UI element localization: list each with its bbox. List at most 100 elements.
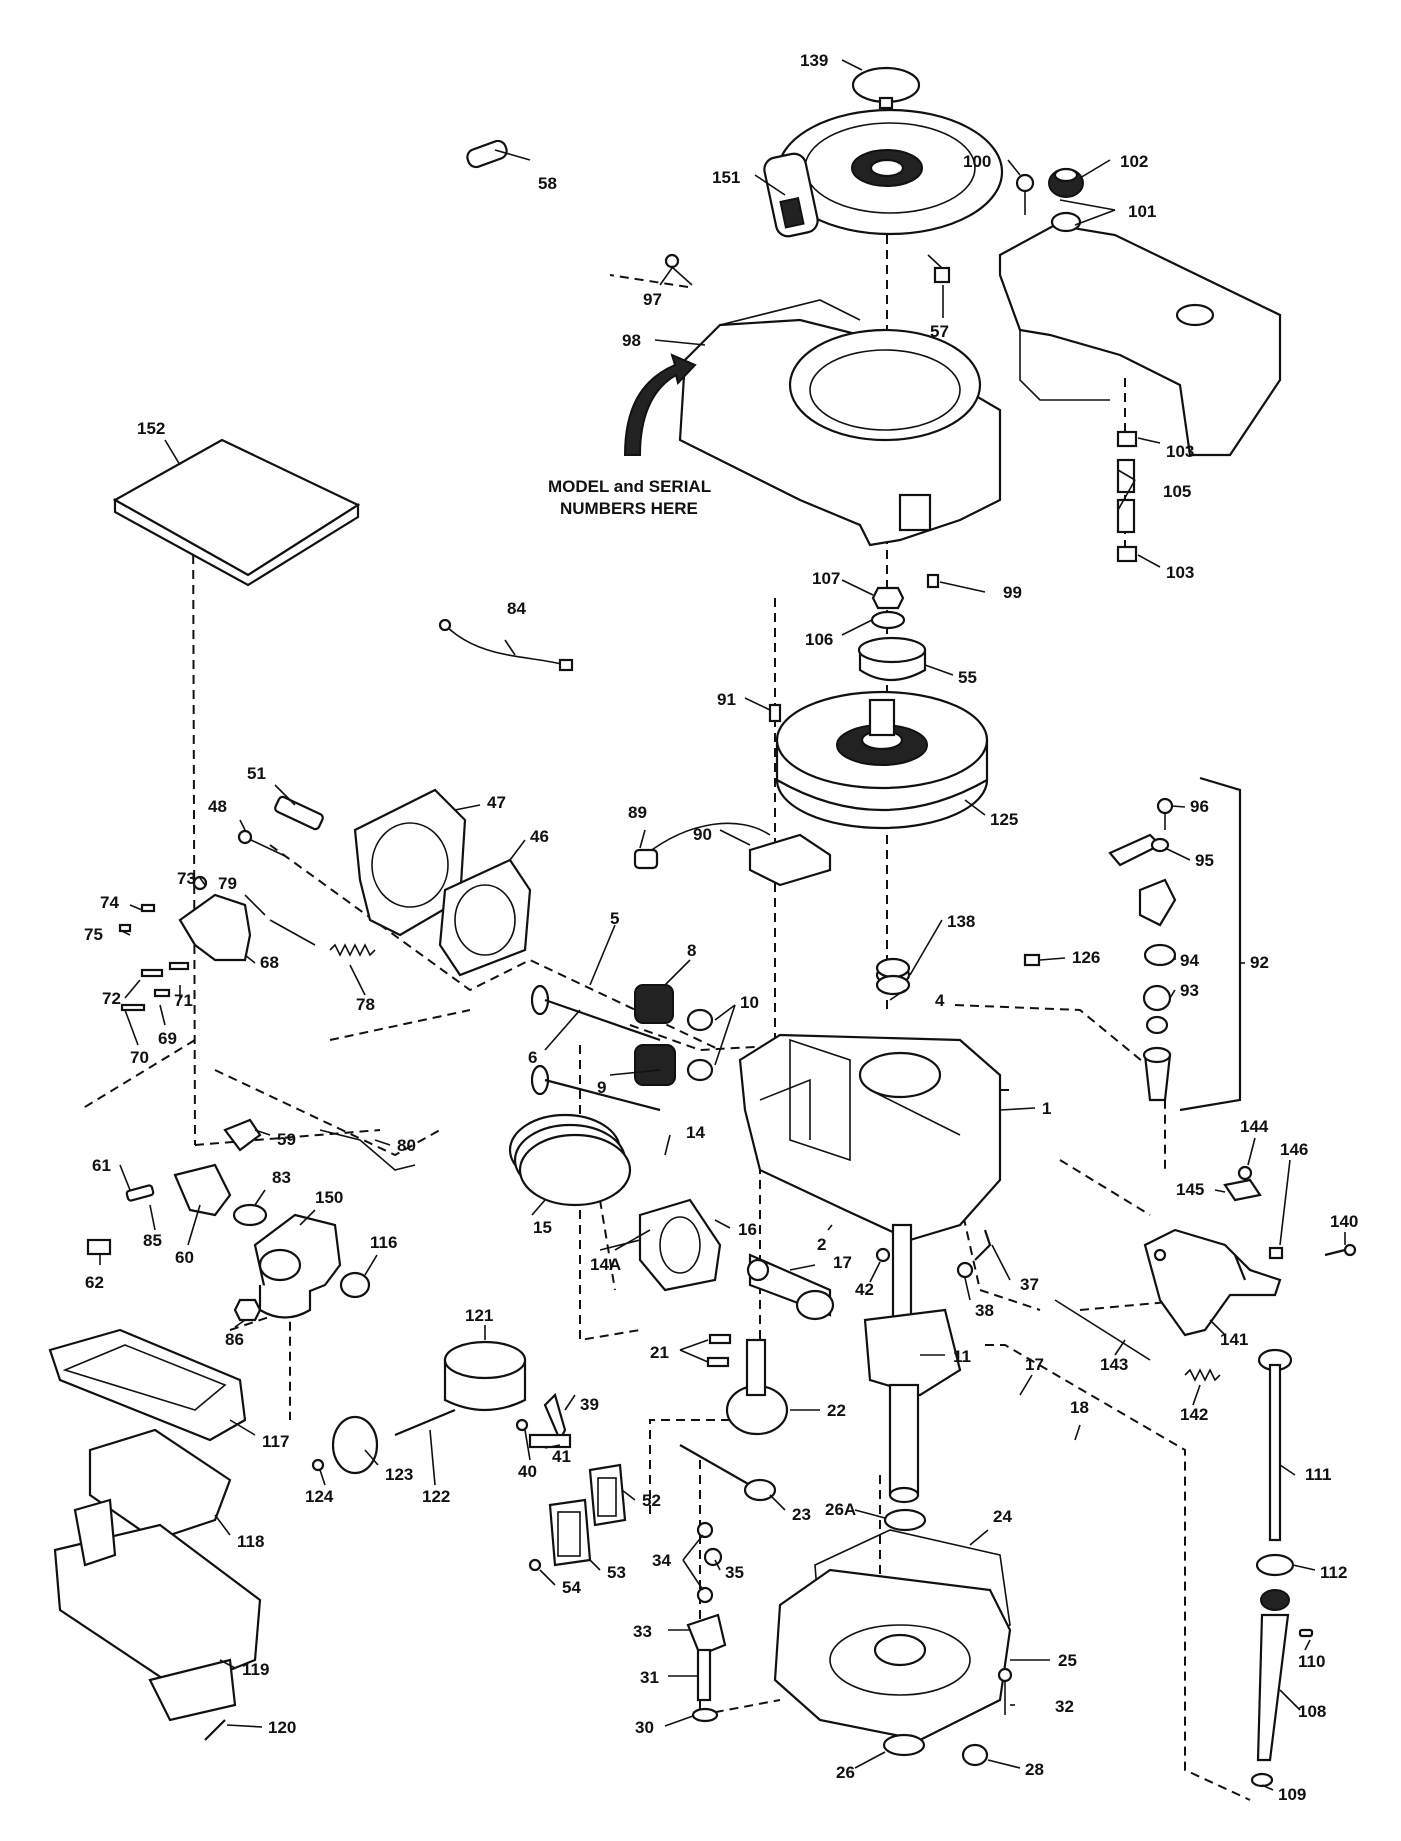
callout-17b: 17 bbox=[1025, 1355, 1044, 1374]
rewind-starter-part bbox=[763, 108, 1004, 238]
air-cleaner-base-part bbox=[53, 1498, 262, 1722]
callout-90: 90 bbox=[693, 825, 712, 844]
callout-125: 125 bbox=[990, 810, 1018, 829]
valve-tappet-part bbox=[679, 1444, 777, 1502]
callout-152: 152 bbox=[137, 419, 165, 438]
spark-plug-part bbox=[274, 795, 324, 831]
cam-gear-part bbox=[706, 1333, 789, 1436]
callout-100: 100 bbox=[963, 152, 991, 171]
throttle-link-part bbox=[319, 1129, 416, 1171]
exhaust-gasket-part bbox=[588, 1463, 627, 1527]
muffler-part bbox=[443, 1340, 527, 1412]
callout-41: 41 bbox=[552, 1447, 571, 1466]
callout-22: 22 bbox=[827, 1401, 846, 1420]
callout-21: 21 bbox=[650, 1343, 669, 1362]
carb-nut-part bbox=[233, 1298, 262, 1322]
connecting-rod-part bbox=[746, 1253, 835, 1321]
primer-group-parts bbox=[1108, 797, 1177, 1102]
callout-14: 14 bbox=[686, 1123, 705, 1142]
muffler-stud-part bbox=[394, 1408, 456, 1437]
callout-32: 32 bbox=[1055, 1697, 1074, 1716]
dipstick-tube-part bbox=[1250, 1589, 1314, 1788]
screw-100-part bbox=[1015, 173, 1035, 215]
callout-2: 2 bbox=[817, 1235, 826, 1254]
flywheel-part bbox=[775, 690, 989, 830]
callout-98: 98 bbox=[622, 331, 641, 350]
callout-96: 96 bbox=[1190, 797, 1209, 816]
callout-101: 101 bbox=[1128, 202, 1156, 221]
callout-78: 78 bbox=[356, 995, 375, 1014]
head-bolt-part bbox=[237, 829, 286, 857]
callout-61: 61 bbox=[92, 1156, 111, 1175]
breather-tube-part bbox=[875, 1229, 992, 1279]
model-serial-note-line2: NUMBERS HERE bbox=[560, 499, 698, 518]
callout-71: 71 bbox=[174, 991, 193, 1010]
callout-8: 8 bbox=[687, 941, 696, 960]
intake-gasket-part bbox=[223, 1118, 262, 1152]
callout-107: 107 bbox=[812, 569, 840, 588]
governor-gear-part bbox=[686, 1521, 727, 1723]
callout-138: 138 bbox=[947, 912, 975, 931]
callout-39: 39 bbox=[580, 1395, 599, 1414]
callout-140: 140 bbox=[1330, 1212, 1358, 1231]
callout-118: 118 bbox=[237, 1532, 264, 1551]
oil-sump-part bbox=[773, 1568, 1012, 1742]
callout-48: 48 bbox=[208, 797, 227, 816]
callout-94: 94 bbox=[1180, 951, 1199, 970]
valve-5-part bbox=[530, 984, 661, 1042]
callout-31: 31 bbox=[640, 1668, 659, 1687]
callout-120: 120 bbox=[268, 1718, 296, 1737]
recoil-cap-part bbox=[851, 66, 921, 110]
callout-18: 18 bbox=[1070, 1398, 1089, 1417]
oil-seal-26-part bbox=[882, 1733, 926, 1757]
callout-144: 144 bbox=[1240, 1117, 1269, 1136]
leader-lines bbox=[99, 59, 1346, 1791]
callout-69: 69 bbox=[158, 1029, 177, 1048]
primer-bracket-line bbox=[1179, 776, 1242, 1112]
starter-cup-part bbox=[857, 636, 927, 681]
piston-rings-part bbox=[508, 1113, 632, 1207]
air-filter-pad-part bbox=[112, 438, 361, 587]
callout-75: 75 bbox=[84, 925, 103, 944]
callout-52: 52 bbox=[642, 1491, 661, 1510]
callout-46: 46 bbox=[530, 827, 549, 846]
control-screw-140-part bbox=[1324, 1243, 1357, 1257]
ignition-module-part bbox=[633, 822, 832, 887]
callout-79: 79 bbox=[218, 874, 237, 893]
callout-119: 119 bbox=[242, 1660, 269, 1679]
callout-42: 42 bbox=[855, 1280, 874, 1299]
callout-117: 117 bbox=[262, 1432, 289, 1451]
callout-83: 83 bbox=[272, 1168, 291, 1187]
callout-123: 123 bbox=[385, 1465, 413, 1484]
callout-60: 60 bbox=[175, 1248, 194, 1267]
callout-80: 80 bbox=[397, 1136, 416, 1155]
bolt-97-part bbox=[664, 253, 693, 286]
callout-141: 141 bbox=[1220, 1330, 1248, 1349]
valve-spring-9-part bbox=[634, 1044, 676, 1086]
callout-15: 15 bbox=[533, 1218, 552, 1237]
carb-seal-part bbox=[339, 1271, 371, 1299]
callout-145: 145 bbox=[1176, 1180, 1204, 1199]
callout-labels: 139 58 151 100 102 101 97 57 98 152 103 … bbox=[84, 51, 1358, 1804]
throttle-control-part bbox=[1143, 1228, 1282, 1337]
callout-30: 30 bbox=[635, 1718, 654, 1737]
callout-38: 38 bbox=[975, 1301, 994, 1320]
callout-84: 84 bbox=[507, 599, 526, 618]
callout-6: 6 bbox=[528, 1048, 537, 1067]
callout-116: 116 bbox=[370, 1233, 397, 1252]
dipstick-seal-part bbox=[1255, 1553, 1295, 1577]
deflector-part bbox=[311, 1415, 379, 1475]
callout-28: 28 bbox=[1025, 1760, 1044, 1779]
screw-57-part bbox=[927, 254, 951, 284]
callout-25: 25 bbox=[1058, 1651, 1077, 1670]
intake-elbow-part bbox=[125, 1163, 268, 1227]
callout-55: 55 bbox=[958, 668, 977, 687]
callout-72: 72 bbox=[102, 989, 121, 1008]
callout-108: 108 bbox=[1298, 1702, 1326, 1721]
air-cleaner-cover-part bbox=[48, 1328, 247, 1442]
callout-51: 51 bbox=[247, 764, 266, 783]
cylinder-block-part bbox=[738, 1033, 1002, 1242]
fuel-line-parts bbox=[1116, 430, 1138, 563]
fuel-cap-part bbox=[1048, 167, 1084, 198]
callout-16: 16 bbox=[738, 1220, 757, 1239]
